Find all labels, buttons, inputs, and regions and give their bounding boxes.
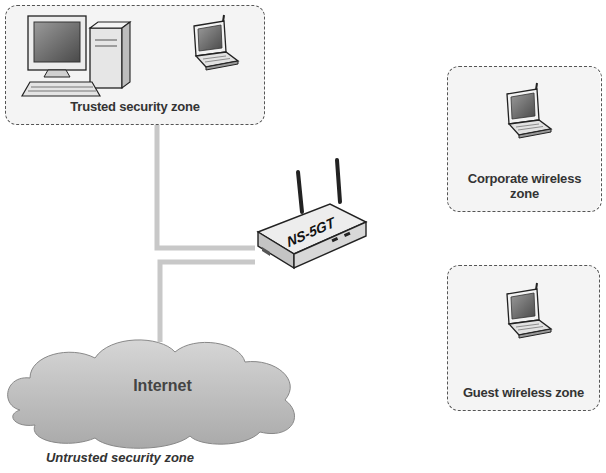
laptop-icon [507,283,551,338]
network-link [160,262,255,342]
device-node: NS-5GT [255,195,367,270]
wireless-zone: Corporate wireless zone [447,66,602,212]
zone-caption: Untrusted security zone [5,450,235,465]
zone-fill [447,66,600,212]
wireless-zone: Guest wireless zone [447,265,600,411]
laptop-icon [194,15,238,70]
node-label: NS-5GT [286,213,337,250]
firewall-appliance [258,160,366,268]
internet-node: InternetUntrusted security zone [5,338,300,438]
network-link [157,125,255,248]
security-zone: Trusted security zone [5,5,265,125]
node-label: Corporate wireless zone [456,171,593,201]
node-label: Guest wireless zone [463,385,584,400]
node-label: Internet [133,377,192,395]
laptop-icon [507,83,551,138]
node-label: Trusted security zone [70,99,199,114]
zone-fill [447,265,600,411]
desktop-computer [22,16,130,96]
zone-fill [5,5,265,125]
internet-cloud [8,340,295,448]
